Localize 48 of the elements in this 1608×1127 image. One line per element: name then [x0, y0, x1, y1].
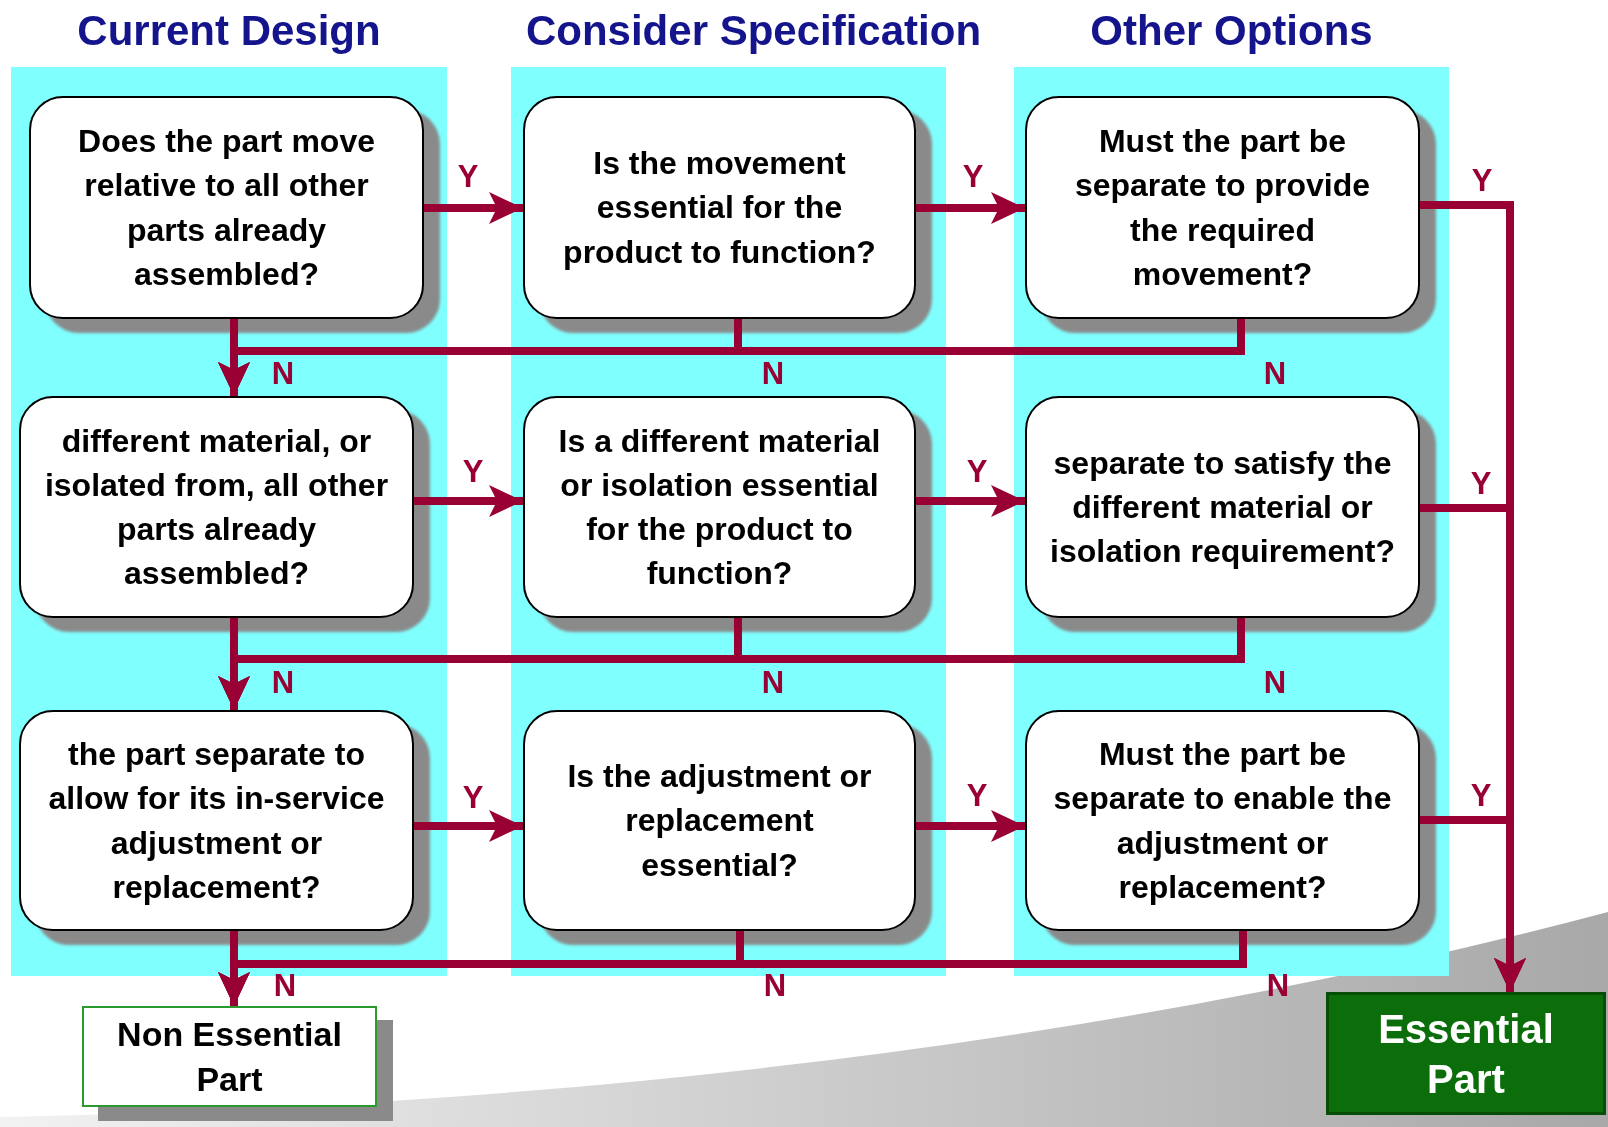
question-text: Must the part be separate to enable the adjustment or replacement?	[1052, 735, 1393, 907]
question-box	[523, 396, 916, 618]
arrow	[916, 485, 1025, 517]
edge-label: Y	[1470, 467, 1492, 499]
edge-label: N	[1263, 666, 1287, 698]
question-box	[1025, 96, 1420, 319]
question-text: Does the part move relative to all other parts already assembled?	[77, 122, 376, 294]
edge-label: Y	[962, 160, 984, 192]
question-text: Is a different material or isolation essential for the product to function?	[557, 421, 882, 594]
edge-label: N	[763, 969, 787, 1001]
edge-label: Y	[457, 160, 479, 192]
question-box	[1025, 710, 1420, 931]
result-text: Non Essential Part	[116, 1014, 343, 1100]
edge-label: Y	[462, 781, 484, 813]
arrow	[424, 192, 523, 224]
edge-label: N	[271, 666, 295, 698]
edge-label: Y	[966, 779, 988, 811]
edge-label: N	[271, 357, 295, 389]
question-box	[29, 96, 424, 319]
question-box	[19, 396, 414, 618]
arrow	[414, 485, 523, 517]
question-text: Must the part be separate to provide the required movement?	[1073, 122, 1372, 294]
question-box	[19, 710, 414, 931]
edge-label: N	[273, 969, 297, 1001]
question-text: the part separate to allow for its in-service adjustment or replacement?	[47, 735, 386, 907]
result-box	[1326, 992, 1606, 1115]
edge-label: N	[1263, 357, 1287, 389]
question-text: Is the adjustment or replacement essential?	[566, 757, 873, 885]
arrow	[916, 192, 1025, 224]
edge-label: N	[761, 666, 785, 698]
question-text: Is the movement essential for the product to function?	[562, 144, 877, 272]
column-heading: Current Design	[76, 7, 382, 55]
arrow	[916, 810, 1025, 842]
result-text: Essential Part	[1377, 1005, 1555, 1103]
column-heading: Consider Specification	[524, 7, 983, 55]
edge-label: Y	[966, 455, 988, 487]
question-text: separate to satisfy the different material or isolation requirement?	[1049, 443, 1396, 572]
question-box	[523, 710, 916, 931]
question-box	[523, 96, 916, 319]
edge-label: Y	[1471, 164, 1493, 196]
edge-label: N	[1266, 969, 1290, 1001]
question-text: different material, or isolated from, all other parts already assembled?	[43, 421, 390, 594]
edge-label: Y	[1470, 779, 1492, 811]
question-box	[1025, 396, 1420, 618]
edge-label: N	[761, 357, 785, 389]
column-heading: Other Options	[1089, 7, 1374, 55]
arrow	[414, 810, 523, 842]
edge-label: Y	[462, 455, 484, 487]
